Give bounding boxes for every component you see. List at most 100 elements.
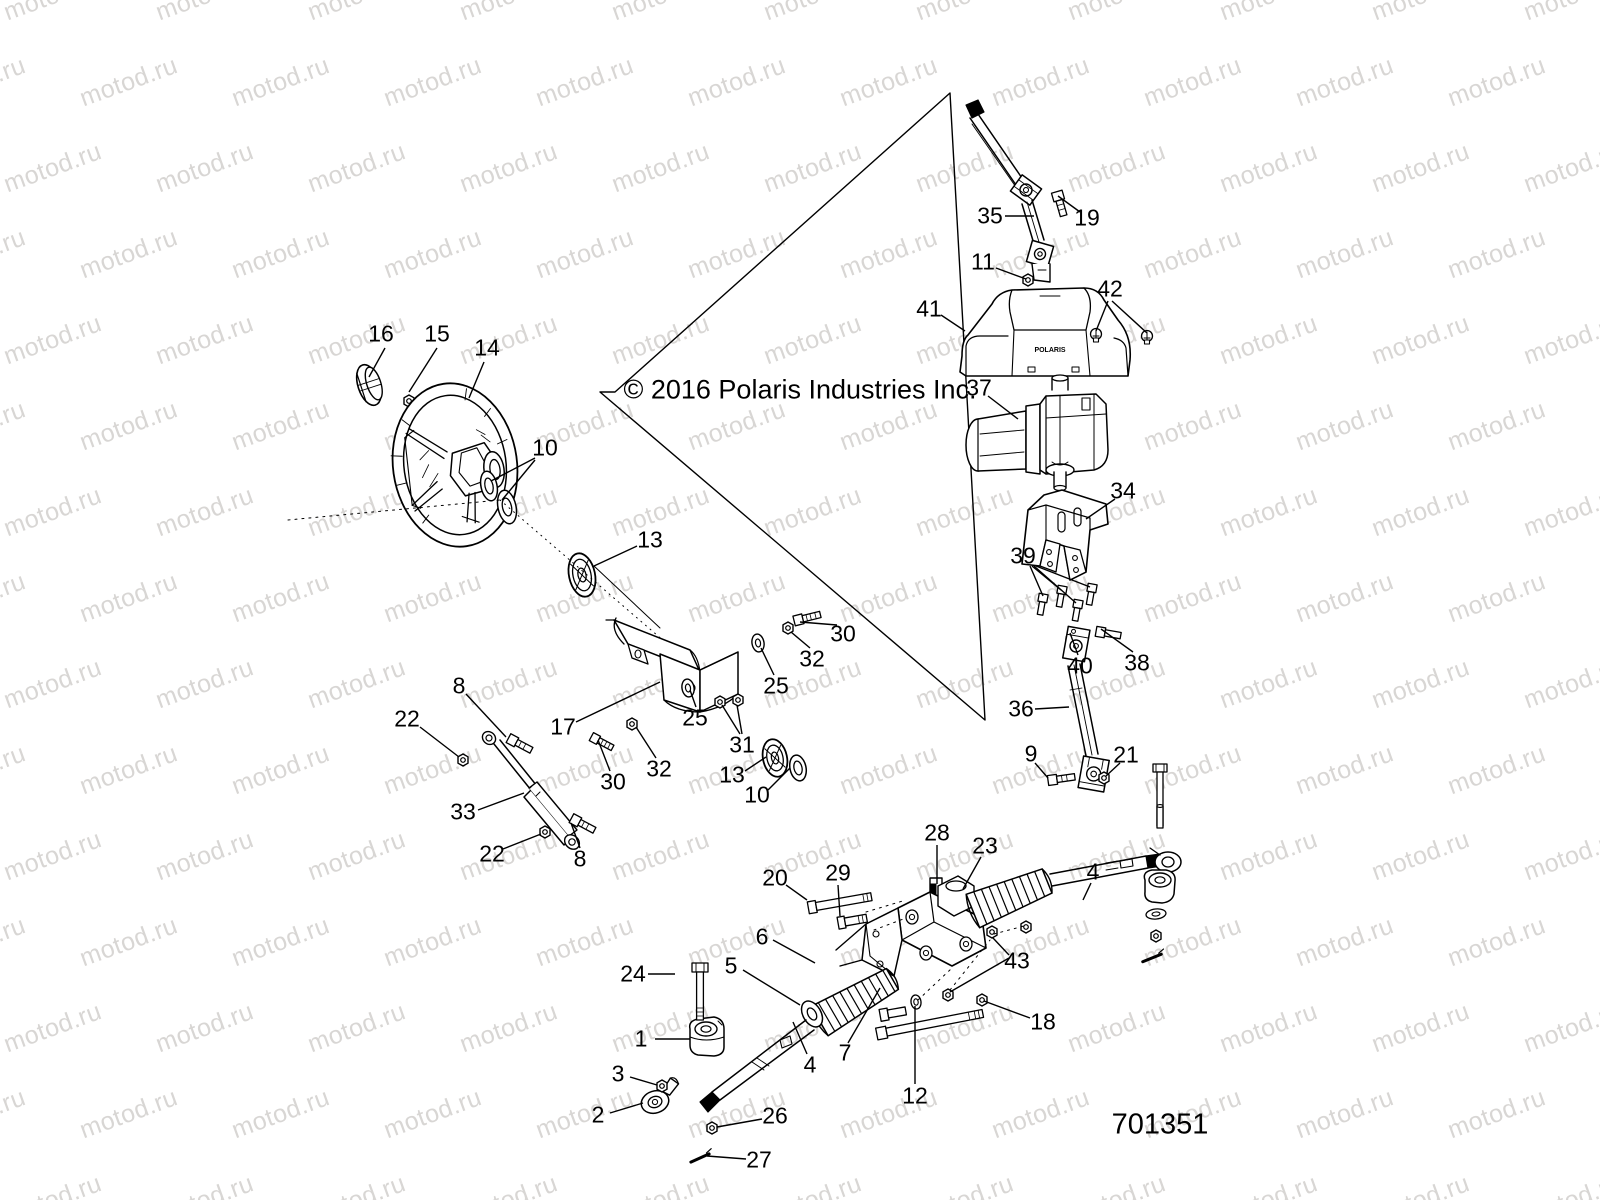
leader-line-10b xyxy=(767,767,791,791)
leader-line-2 xyxy=(609,1102,644,1114)
callout-number-10a: 10 xyxy=(532,434,558,461)
leader-line-8b xyxy=(570,822,581,849)
callout-number-25a: 25 xyxy=(682,704,708,731)
leader-line-19 xyxy=(1057,195,1081,213)
callout-number-38: 38 xyxy=(1124,649,1150,676)
leader-line-9 xyxy=(1034,762,1049,779)
leader-line-14 xyxy=(468,361,485,399)
callout-number-18: 18 xyxy=(1030,1008,1056,1035)
callout-number-31: 31 xyxy=(729,731,755,758)
leader-line-22b xyxy=(502,833,542,850)
leader-line-34 xyxy=(1085,498,1116,520)
callout-number-10b: 10 xyxy=(744,781,770,808)
leader-line-10a xyxy=(490,457,536,482)
callout-number-39: 39 xyxy=(1010,542,1036,569)
leader-line-32b xyxy=(790,631,811,649)
leader-line-15 xyxy=(408,347,438,393)
callout-number-24: 24 xyxy=(620,960,646,987)
callout-number-8b: 8 xyxy=(573,845,587,872)
leader-line-43b xyxy=(949,957,1010,993)
callout-number-11: 11 xyxy=(971,248,995,275)
callout-number-41: 41 xyxy=(916,295,942,322)
leader-line-37 xyxy=(987,395,1019,420)
leader-line-11 xyxy=(995,267,1027,280)
leader-line-10a2 xyxy=(501,459,536,501)
leader-line-8a xyxy=(465,693,507,738)
callout-number-4a: 4 xyxy=(1086,858,1100,885)
callout-number-4b: 4 xyxy=(803,1051,817,1078)
leader-line-39 xyxy=(1029,565,1044,597)
callout-number-43: 43 xyxy=(1004,947,1030,974)
leader-line-31b xyxy=(736,704,743,735)
callout-number-23: 23 xyxy=(972,832,998,859)
callout-number-7: 7 xyxy=(838,1039,852,1066)
leader-line-20 xyxy=(785,884,808,901)
leader-line-23 xyxy=(962,856,982,890)
leader-line-31 xyxy=(721,704,741,735)
callout-number-14: 14 xyxy=(474,334,500,361)
callout-number-13b: 13 xyxy=(719,761,745,788)
callout-number-8a: 8 xyxy=(452,672,466,699)
leader-line-42 xyxy=(1095,300,1109,332)
leader-line-40 xyxy=(1069,632,1079,656)
leader-line-4a xyxy=(1082,882,1092,901)
leader-line-27 xyxy=(706,1155,747,1160)
leader-line-39d xyxy=(1035,565,1091,588)
leader-line-5 xyxy=(742,969,801,1006)
copyright-notice: © 2016 Polaris Industries Inc. xyxy=(623,374,977,405)
callout-number-36: 36 xyxy=(1008,695,1034,722)
leader-line-26 xyxy=(716,1118,763,1128)
leader-line-7 xyxy=(847,987,881,1044)
leader-line-3 xyxy=(629,1076,658,1086)
callout-number-15: 15 xyxy=(424,320,450,347)
callout-number-34: 34 xyxy=(1110,477,1136,504)
callout-number-28: 28 xyxy=(924,819,950,846)
callout-number-33: 33 xyxy=(450,798,476,825)
callout-number-30a: 30 xyxy=(600,768,626,795)
leader-line-32a xyxy=(635,726,657,759)
leader-line-33 xyxy=(477,792,525,811)
leader-line-21 xyxy=(1105,762,1121,777)
leader-line-25a xyxy=(689,689,697,708)
callout-number-30b: 30 xyxy=(830,620,856,647)
leader-line-25b xyxy=(760,647,775,676)
callout-number-17: 17 xyxy=(550,713,576,740)
callout-number-1: 1 xyxy=(634,1025,648,1052)
leader-line-22a xyxy=(419,726,460,758)
callout-number-37: 37 xyxy=(966,374,992,401)
callout-number-40: 40 xyxy=(1067,652,1093,679)
callout-number-35: 35 xyxy=(977,202,1003,229)
callout-number-27: 27 xyxy=(746,1146,772,1173)
leader-line-38 xyxy=(1100,628,1134,653)
leader-line-4b xyxy=(792,1021,808,1055)
callout-number-6a: 6 xyxy=(755,923,769,950)
callout-number-9: 9 xyxy=(1024,740,1038,767)
leader-line-16 xyxy=(368,347,386,378)
callout-number-16: 16 xyxy=(368,320,394,347)
leader-line-42b xyxy=(1111,300,1148,334)
callout-number-26: 26 xyxy=(762,1102,788,1129)
callout-number-2: 2 xyxy=(591,1101,605,1128)
callout-number-21: 21 xyxy=(1113,741,1139,768)
callout-number-25b: 25 xyxy=(763,672,789,699)
leader-line-13a xyxy=(593,545,638,567)
callout-number-3: 3 xyxy=(611,1060,625,1087)
part-number: 701351 xyxy=(1111,1108,1209,1141)
leader-line-6a xyxy=(772,939,816,964)
leader-line-39c xyxy=(1033,565,1077,604)
leader-line-43 xyxy=(992,937,1010,956)
callout-number-5: 5 xyxy=(724,952,738,979)
callout-number-42: 42 xyxy=(1097,275,1123,302)
leader-line-41 xyxy=(940,314,966,332)
callout-number-13a: 13 xyxy=(637,526,663,553)
callout-number-32a: 32 xyxy=(646,755,672,782)
leader-line-30a xyxy=(597,739,611,772)
callout-number-12: 12 xyxy=(902,1082,928,1109)
leader-line-17 xyxy=(575,681,661,723)
leader-line-13b xyxy=(744,756,767,772)
callout-number-22a: 22 xyxy=(394,705,420,732)
leader-line-18 xyxy=(983,1000,1031,1019)
callout-number-20: 20 xyxy=(762,864,788,891)
